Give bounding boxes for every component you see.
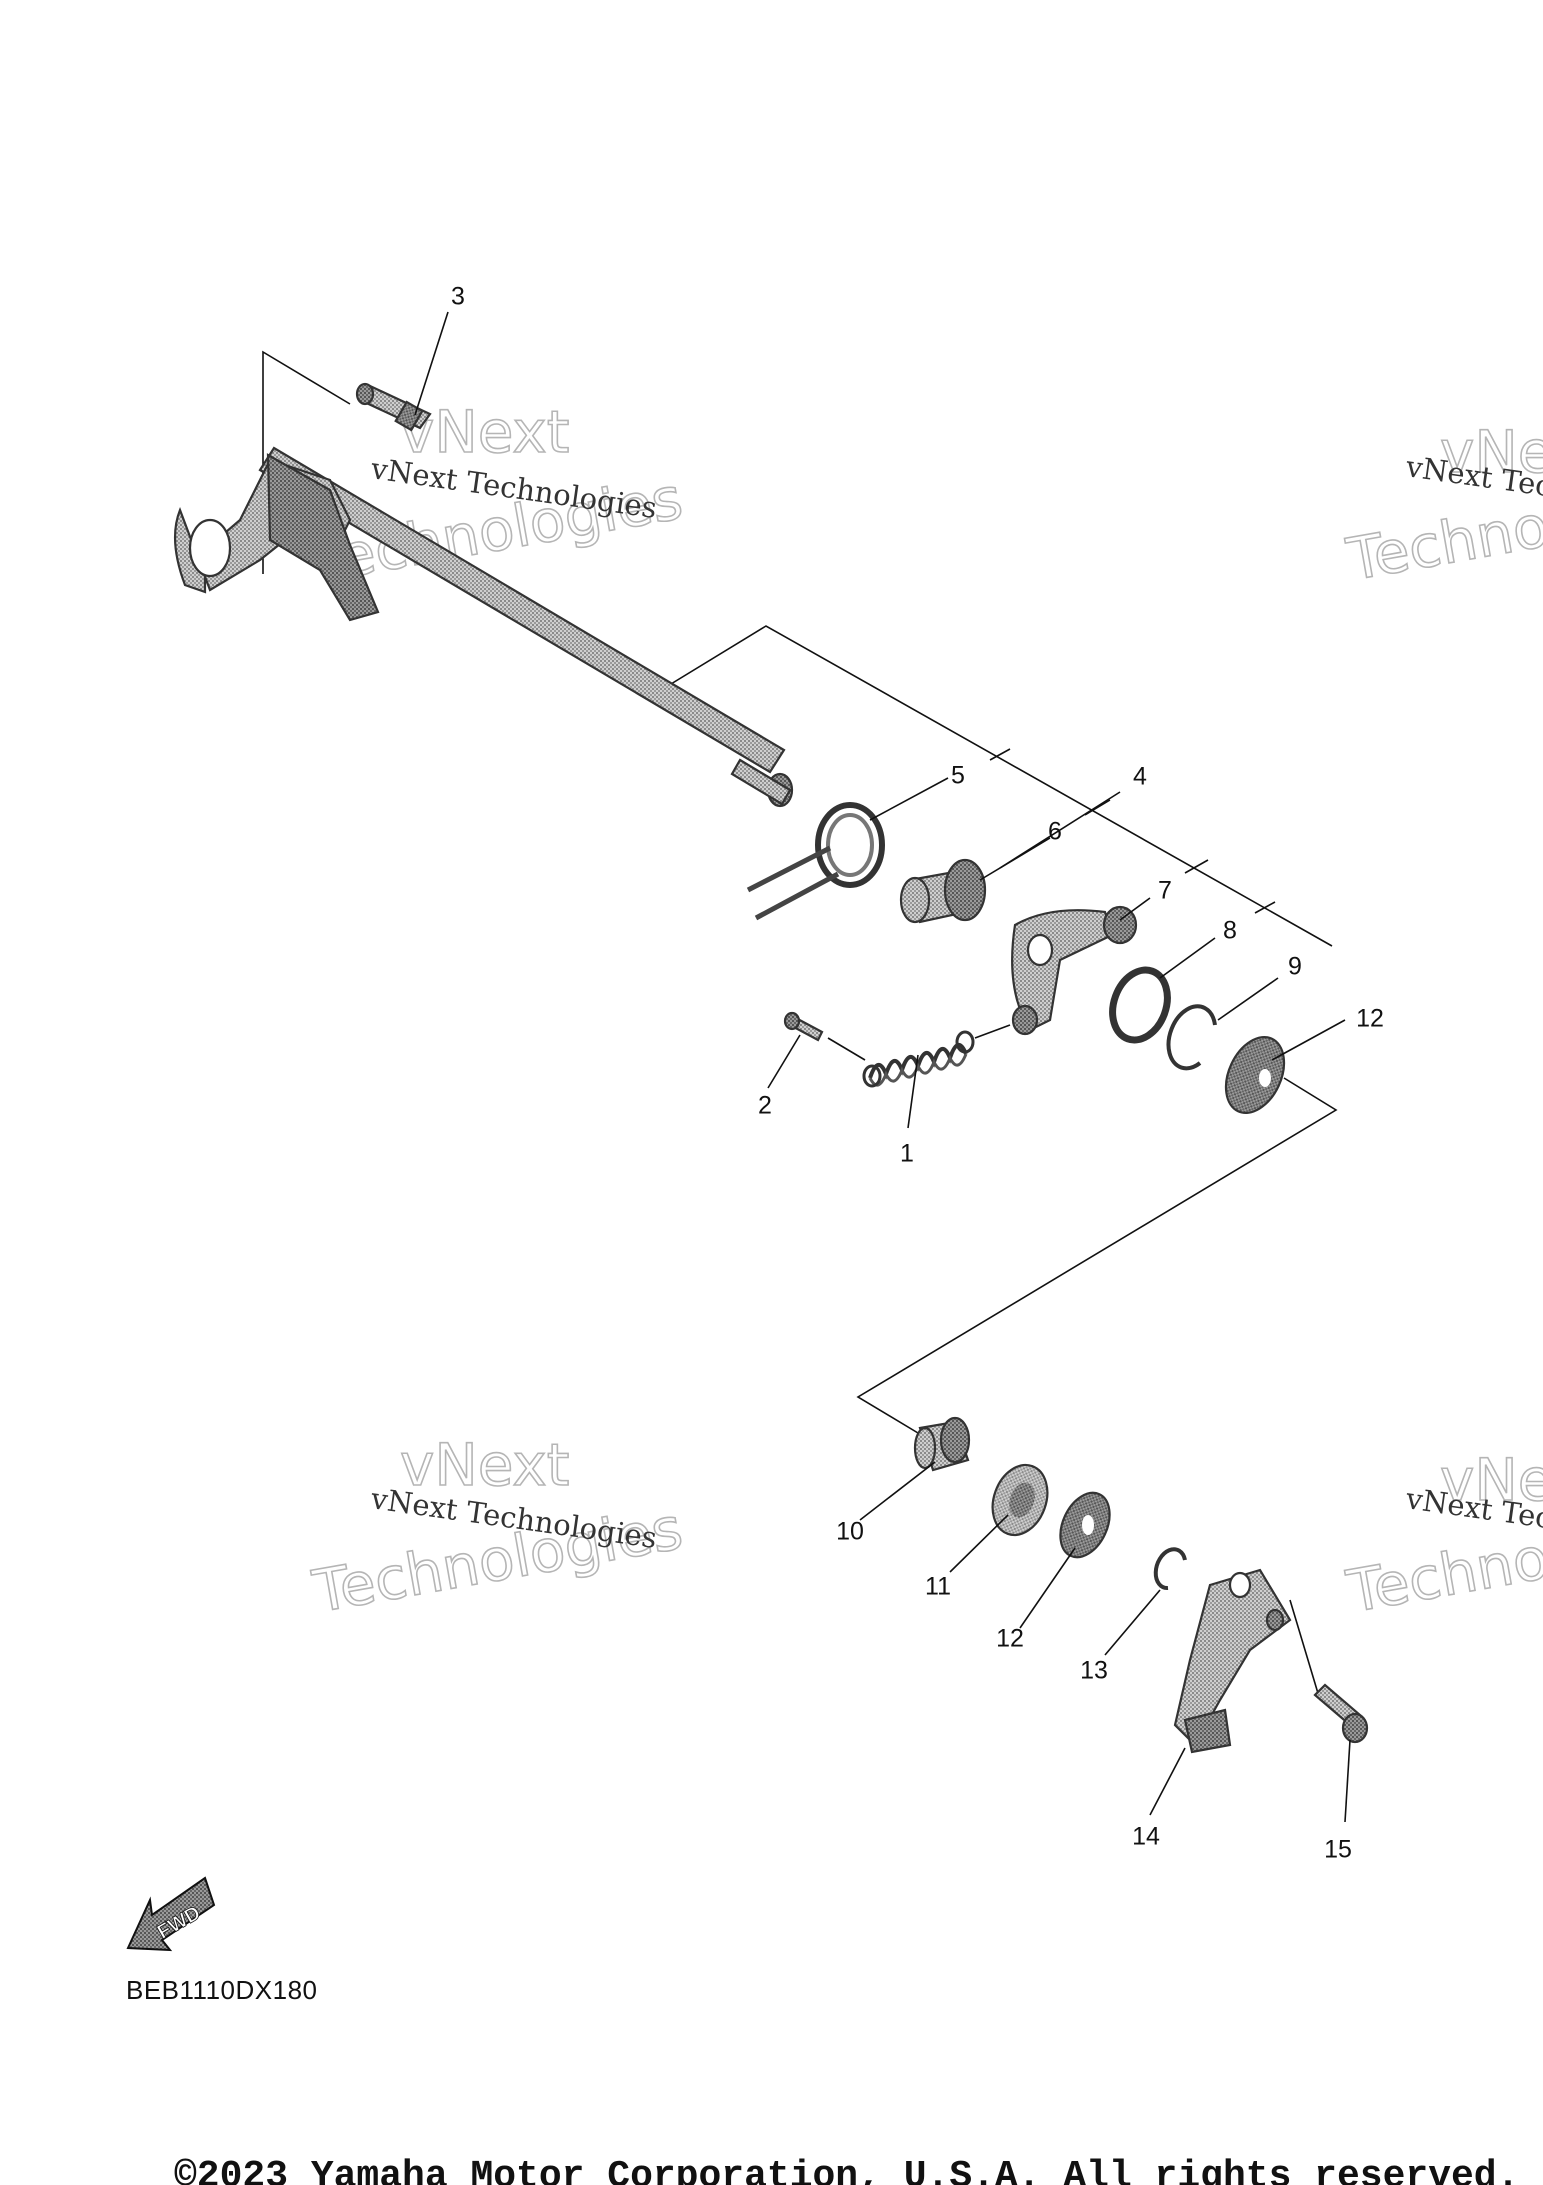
shift-shaft [173,446,794,808]
assembly-lines [262,350,1338,1434]
watermark-bottom-left: vNext Technologies vNext Technologies [307,1430,688,1627]
part-6-collar [899,858,987,924]
part-14-shift-arm [1173,1568,1292,1754]
fwd-arrow: FWD [126,1876,216,1952]
part-2-pin [783,1011,824,1042]
watermark-outline-top: vNext [400,1431,569,1499]
part-13-circlip [1153,1547,1187,1591]
part-1-tension-spring [862,1030,975,1088]
callout-9: 9 [1288,953,1302,981]
part-8-washer [1109,966,1171,1044]
callout-13: 13 [1080,1657,1108,1685]
copyright-notice: ©2023 Yamaha Motor Corporation, U.S.A. A… [174,2155,1520,2185]
watermark-outline-top: vNext [1440,1446,1543,1514]
callout-15: 15 [1324,1836,1352,1864]
part-5-torsion-spring [746,802,885,921]
callout-labels: 1 2 3 4 5 6 7 8 9 12 10 11 12 13 14 15 [451,283,1384,1864]
part-12-washer-lower [1059,1491,1111,1559]
callout-1: 1 [900,1140,914,1168]
part-4-shift-lever [1011,909,1114,1036]
callout-8: 8 [1223,917,1237,945]
part-15-bolt [1313,1683,1369,1744]
callout-14: 14 [1132,1823,1160,1851]
diagram-code: BEB1110DX180 [126,1975,318,2005]
callout-12-lower: 12 [996,1625,1024,1653]
callout-7: 7 [1158,877,1172,905]
part-3-stud [355,382,432,432]
callout-leaders [414,311,1351,1823]
watermark-bottom-right: vNext Technologies vNext Technologies [1341,1445,1543,1627]
dashed-connectors [827,1024,1321,1701]
callout-5: 5 [951,762,965,790]
callout-3: 3 [451,283,465,311]
watermark-outline-top: vNext [400,398,569,466]
watermark-top-right: vNext Technologies vNext Technologies [1341,417,1543,595]
part-10-bushing [913,1416,971,1472]
callout-11: 11 [925,1573,951,1601]
callout-12-upper: 12 [1356,1005,1384,1033]
callout-6: 6 [1048,818,1062,846]
callout-4: 4 [1133,763,1147,791]
watermark-top-left: vNext Technologies vNext Technologies [307,397,688,597]
part-11-seal [991,1463,1049,1537]
part-9-circlip [1166,1004,1217,1071]
callout-2: 2 [758,1092,772,1120]
callout-10: 10 [836,1518,864,1546]
part-7-roller [1102,905,1138,945]
part-12-washer-upper [1224,1036,1286,1114]
watermark-outline-top: vNext [1440,418,1543,486]
